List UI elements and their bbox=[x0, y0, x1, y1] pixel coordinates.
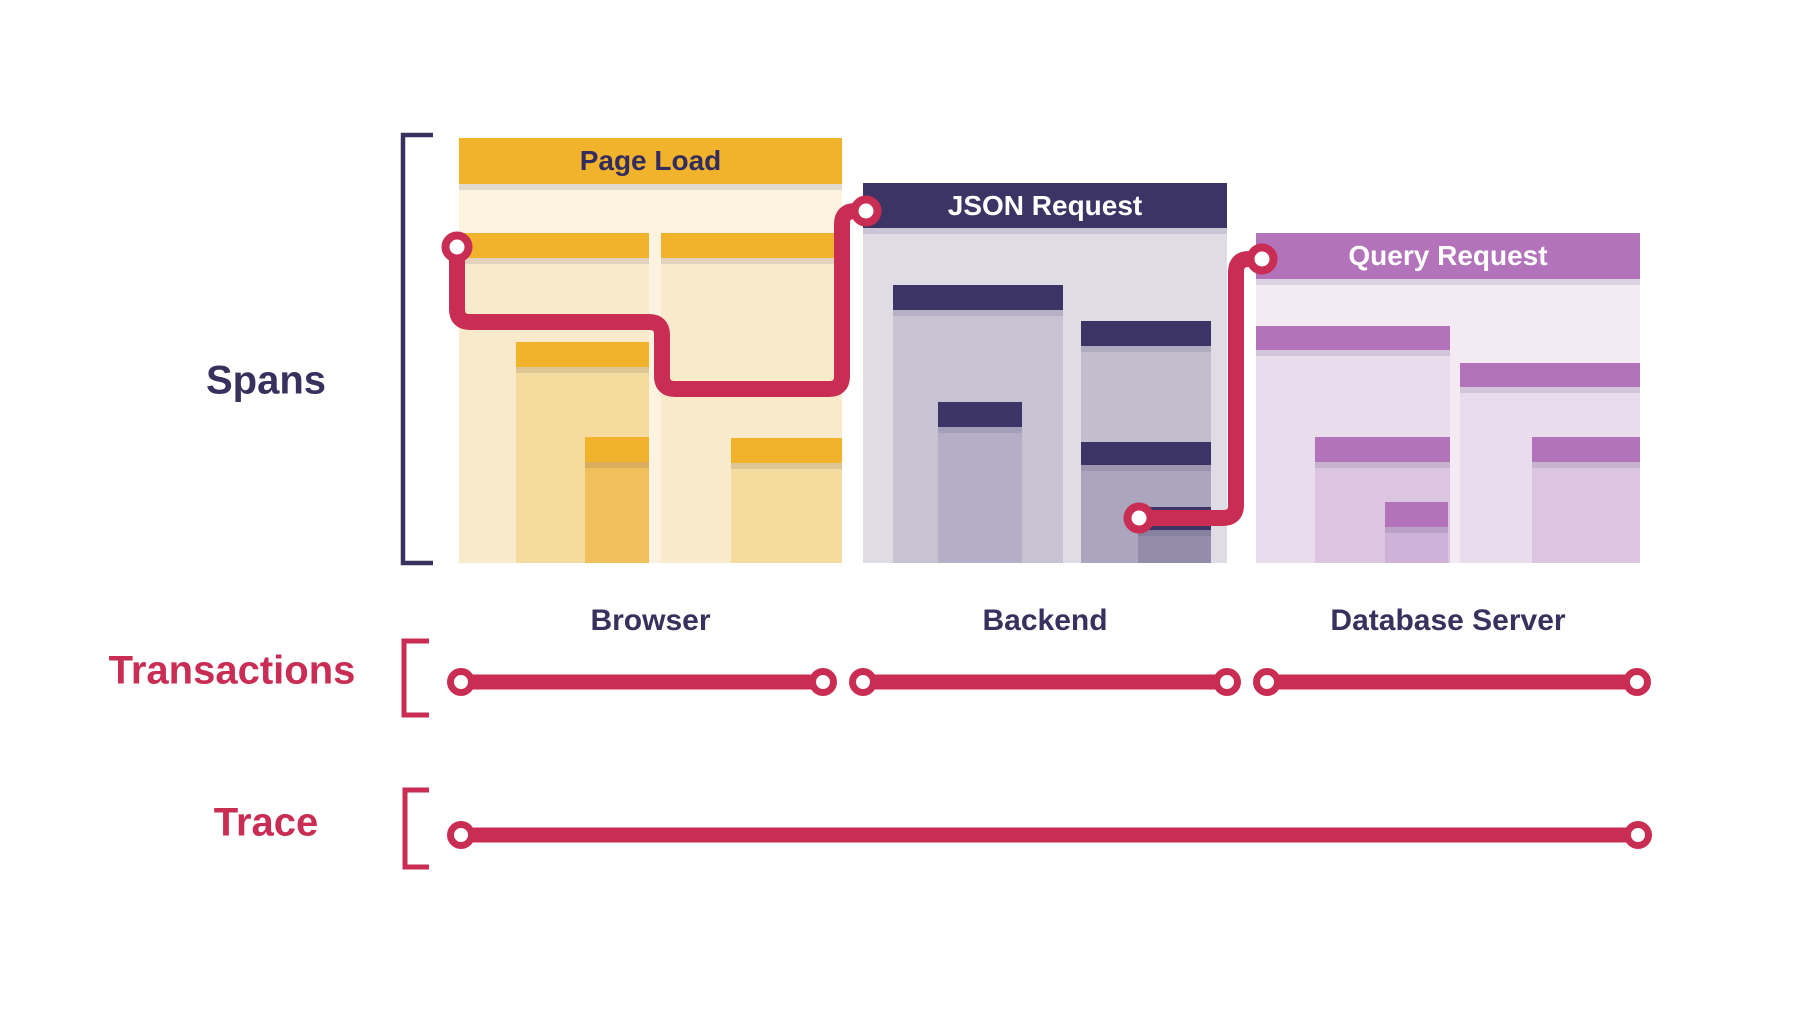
pageload-subspan-left-bar bbox=[459, 233, 649, 258]
query-request-title: Query Request bbox=[1348, 240, 1548, 271]
query-deep-span bbox=[1385, 502, 1448, 563]
transactions-label: Transactions bbox=[108, 648, 356, 693]
query-deep-span-bar bbox=[1385, 502, 1448, 527]
transactions-bracket bbox=[401, 638, 429, 718]
transaction-endpoint bbox=[447, 668, 475, 696]
panel-query-request: Query Request bbox=[1256, 233, 1640, 563]
pageload-nested-span-2 bbox=[731, 438, 842, 563]
database-server-label: Database Server bbox=[1330, 604, 1566, 637]
trace-endpoint bbox=[447, 821, 475, 849]
trace-bracket bbox=[402, 787, 429, 870]
query-nested-span-right bbox=[1532, 437, 1640, 563]
pageload-subspan-right-bar bbox=[661, 233, 842, 258]
json-deep-span bbox=[1138, 507, 1211, 563]
spans-bracket bbox=[400, 132, 433, 566]
json-nested-span-right-bar bbox=[1081, 442, 1211, 465]
backend-label: Backend bbox=[982, 604, 1108, 637]
pageload-deep-span bbox=[585, 437, 649, 563]
panel-page-load: Page Load bbox=[459, 138, 842, 563]
pageload-deep-span-bar bbox=[585, 437, 649, 462]
json-nested-span-left-bar bbox=[938, 402, 1022, 427]
transaction-endpoint bbox=[1213, 668, 1241, 696]
browser-label: Browser bbox=[590, 604, 711, 637]
trace-label: Trace bbox=[213, 800, 319, 845]
transaction-endpoint bbox=[1253, 668, 1281, 696]
json-request-title: JSON Request bbox=[947, 189, 1143, 221]
query-nested-span-right-bar bbox=[1532, 437, 1640, 462]
query-request-header: Query Request bbox=[1256, 233, 1640, 279]
query-subspan-left-bar bbox=[1256, 326, 1450, 350]
spans-label: Spans bbox=[205, 358, 327, 403]
trace-endpoint bbox=[1624, 821, 1652, 849]
page-load-header: Page Load bbox=[459, 138, 842, 184]
query-nested-span-left-bar bbox=[1315, 437, 1450, 462]
json-subspan-left-bar bbox=[893, 285, 1063, 310]
json-nested-span-left bbox=[938, 402, 1022, 563]
json-deep-span-bar bbox=[1138, 507, 1211, 530]
transaction-endpoint bbox=[849, 668, 877, 696]
pageload-nested-span-2-bar bbox=[731, 438, 842, 463]
pageload-nested-span-1-bar bbox=[516, 342, 649, 367]
panel-json-request: JSON Request bbox=[863, 183, 1227, 563]
transaction-endpoint bbox=[1623, 668, 1651, 696]
page-load-title: Page Load bbox=[579, 145, 722, 176]
query-subspan-right-bar bbox=[1460, 363, 1640, 387]
transaction-endpoint bbox=[809, 668, 837, 696]
json-subspan-right-bar bbox=[1081, 321, 1211, 346]
json-request-header: JSON Request bbox=[863, 183, 1227, 228]
